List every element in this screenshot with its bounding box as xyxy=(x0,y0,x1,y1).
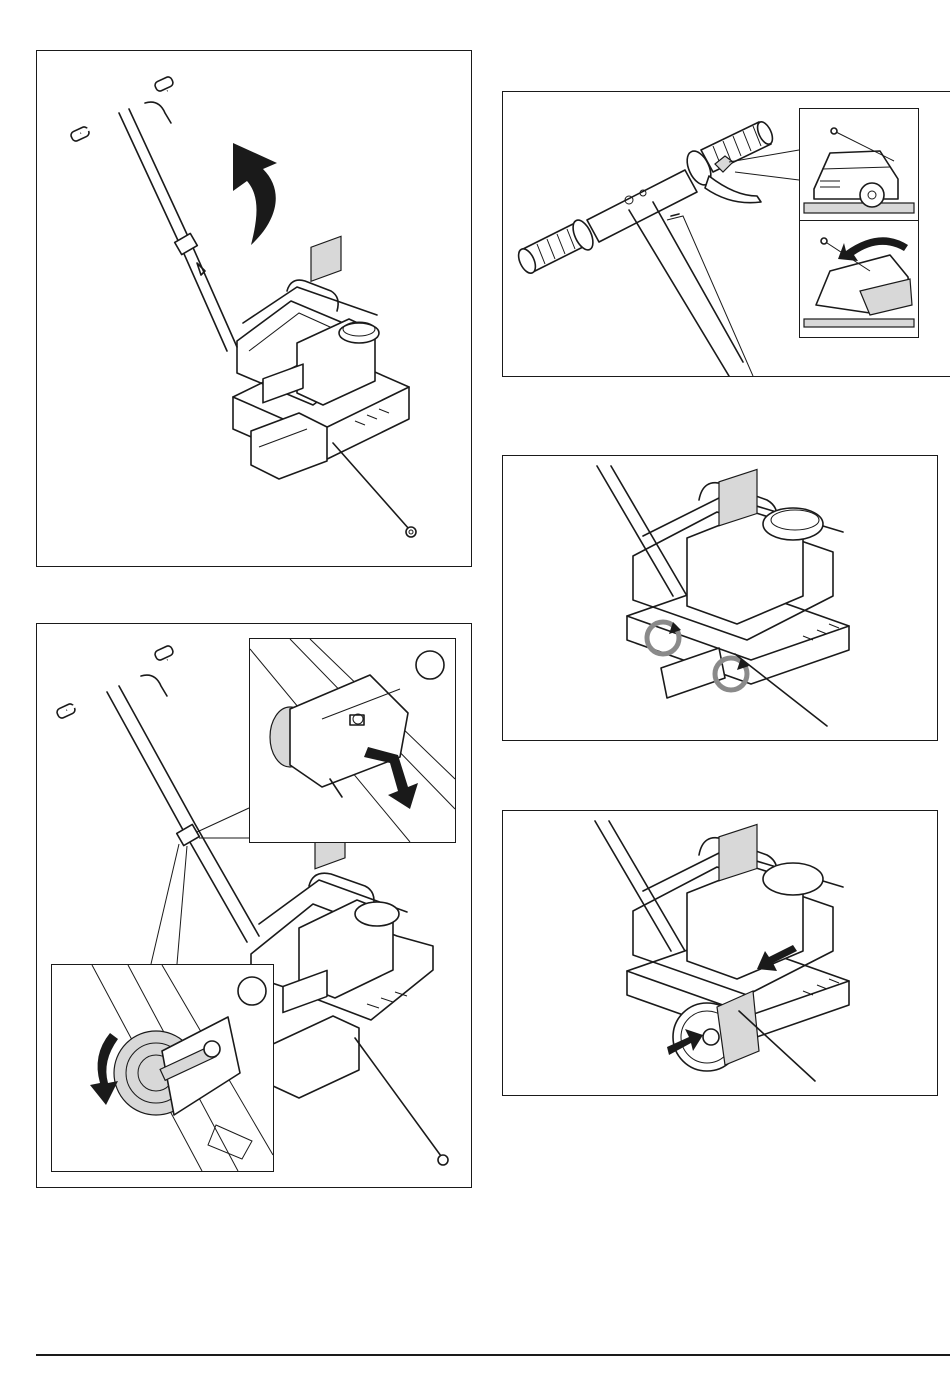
handle-grip xyxy=(70,76,175,143)
inset-clamp-detail-2 xyxy=(51,964,274,1172)
curved-arrow-icon xyxy=(838,237,908,261)
guide-rod xyxy=(333,443,416,537)
left-grip xyxy=(515,217,597,276)
handle-shaft xyxy=(119,109,237,351)
cutter-machine xyxy=(233,236,409,479)
cutter-machine xyxy=(251,824,433,1098)
right-grip xyxy=(682,120,775,189)
blade-mount-illustration xyxy=(503,811,937,1095)
figure-handle-clamp xyxy=(36,623,472,1188)
guide-rod xyxy=(355,1038,448,1165)
inset-blade-lowered xyxy=(799,220,919,338)
inset-clamp-detail-1 xyxy=(249,638,456,843)
figure-handle-lever xyxy=(502,91,950,377)
step-number-circle xyxy=(416,651,444,679)
step-number-circle xyxy=(238,977,266,1005)
footer-rule xyxy=(36,1354,950,1356)
figure-blade-mount xyxy=(502,810,938,1096)
cutter-machine xyxy=(627,469,849,698)
figure-depth-knobs xyxy=(502,455,938,741)
curved-arrow-icon xyxy=(233,143,277,245)
figure-raise-handle xyxy=(36,50,472,567)
depth-knobs-illustration xyxy=(503,456,937,740)
down-arrow-icon xyxy=(364,747,418,809)
inset-blade-raised xyxy=(799,108,919,222)
machine-illustration xyxy=(37,51,471,566)
